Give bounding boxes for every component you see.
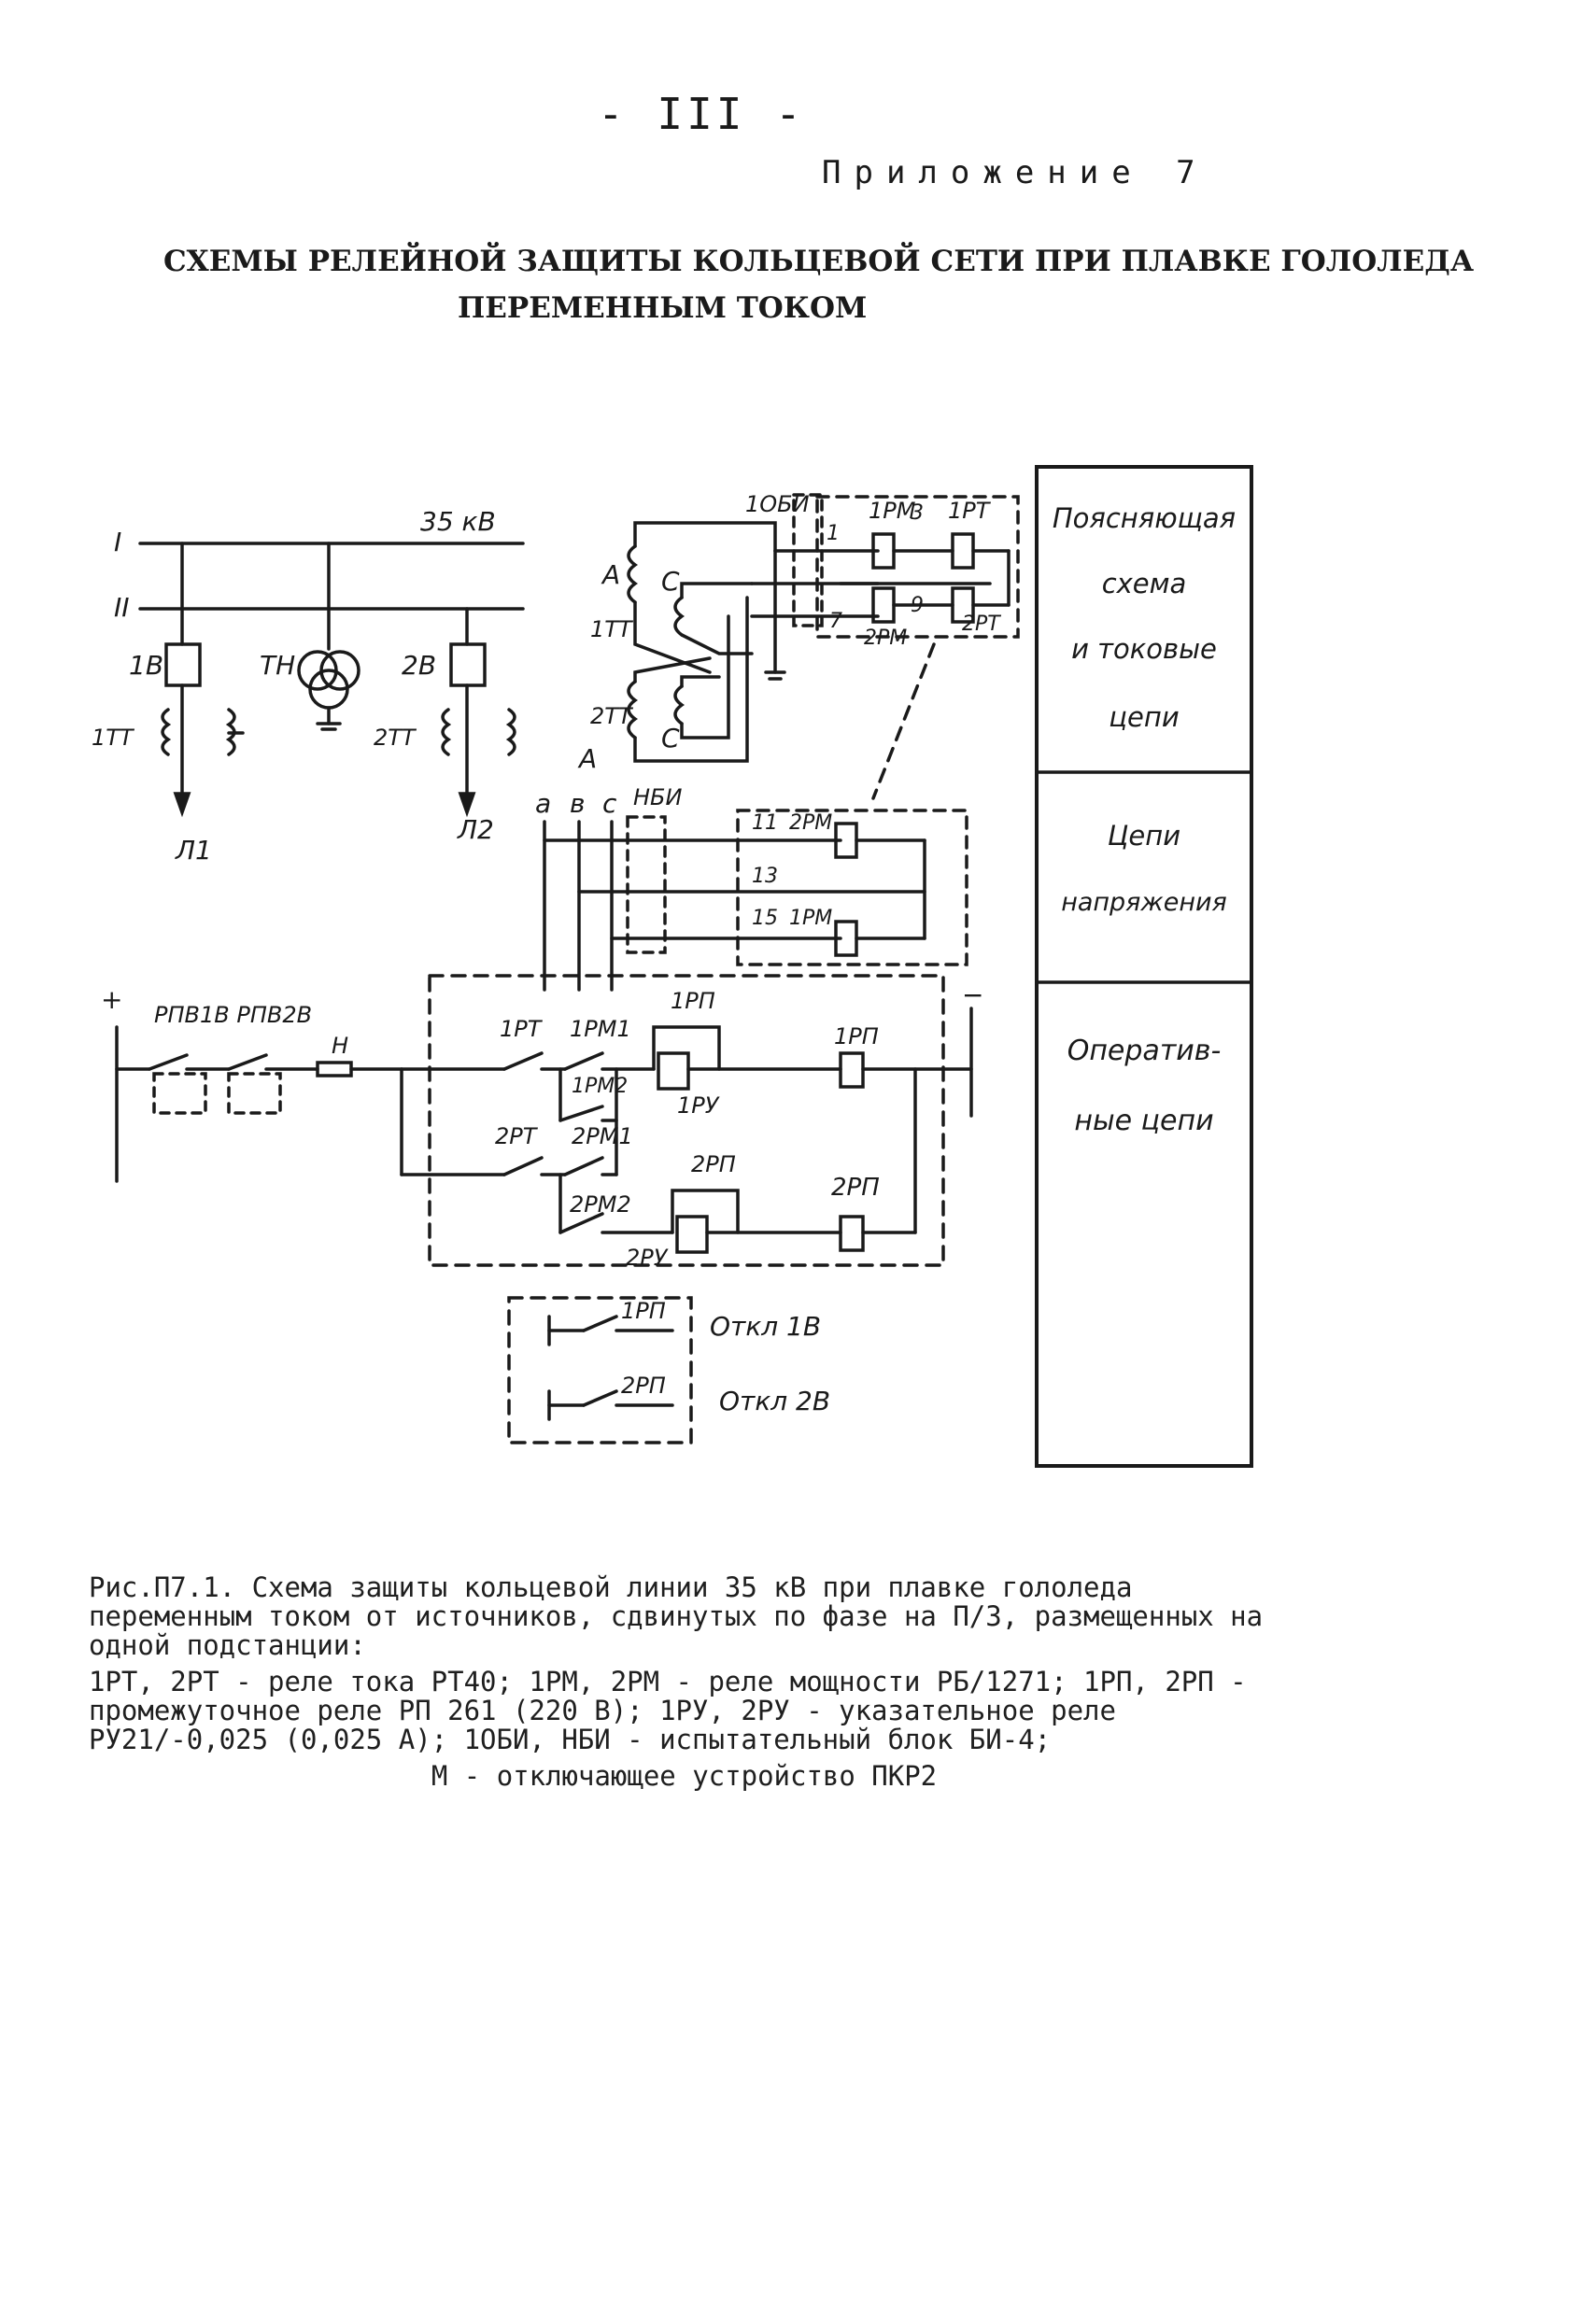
legend-1-line-3: и токовые — [1071, 633, 1217, 665]
terminal-7-label: 7 — [829, 610, 842, 633]
phase-a-ct2-label: А — [577, 743, 597, 774]
voltage-relay-2pm: 2РМ — [789, 811, 832, 835]
breaker-1-box — [164, 642, 202, 687]
op-1pm2-label: 1РМ2 — [572, 1075, 628, 1098]
ct-2-label: 2ТТ — [590, 703, 634, 729]
legend-1-line-4: цепи — [1109, 701, 1179, 733]
op-2pm2-label: 2РМ2 — [570, 1191, 631, 1218]
trip-1rp-label: 1РП — [621, 1298, 666, 1324]
line-ct-2-label: 2ТТ — [374, 725, 417, 751]
figure-caption: Рис.П7.1. Схема защиты кольцевой линии 3… — [89, 1573, 1279, 1798]
test-block-mid-label: НБИ — [633, 784, 683, 810]
fuse-label: Н — [332, 1033, 348, 1059]
op-2ru-label: 2РУ — [626, 1245, 669, 1271]
bus-2-label: II — [114, 592, 130, 623]
rpv-label: РПВ1В РПВ2В — [154, 1002, 312, 1028]
appendix-label: Приложение 7 — [822, 154, 1208, 191]
op-1ru-label: 1РУ — [677, 1092, 720, 1119]
phase-c-label: с — [602, 788, 617, 819]
op-2pm1-label: 2РМ1 — [572, 1123, 633, 1149]
bus-1-label: I — [114, 527, 121, 557]
relay-2rt-label: 2РТ — [962, 613, 1001, 636]
legend-column — [1035, 465, 1253, 1468]
breaker-2-box — [449, 642, 487, 687]
phase-a-ct1-label: А — [601, 559, 620, 590]
phase-b-label: в — [570, 788, 586, 819]
phase-a-label: а — [535, 788, 551, 819]
op-1rp-top-label: 1РП — [671, 988, 715, 1014]
op-1rt-label: 1РТ — [500, 1016, 544, 1042]
caption-paragraph-2: 1РТ, 2РТ - реле тока РТ40; 1РМ, 2РМ - ре… — [89, 1666, 1247, 1755]
breaker-2-label: 2В — [402, 650, 436, 681]
op-1rp-label: 1РП — [834, 1023, 879, 1049]
legend-3-line-2: ные цепи — [1074, 1105, 1213, 1137]
page-number: - III - — [598, 89, 805, 139]
legend-2-line-2: напряжения — [1061, 888, 1227, 917]
plus-label: + — [101, 984, 122, 1015]
legend-1-line-1: Поясняющая — [1053, 502, 1236, 534]
legend-3-line-1: Оператив- — [1067, 1035, 1222, 1067]
trip-1-label: Откл 1В — [710, 1311, 821, 1342]
breaker-1-label: 1В — [129, 650, 163, 681]
line-2-label: Л2 — [457, 814, 494, 845]
voltage-relay-1pm: 1РМ — [789, 907, 832, 930]
vt-label: ТН — [260, 650, 295, 681]
minus-label: − — [962, 979, 983, 1010]
fuse-symbol — [316, 1061, 353, 1077]
terminal-3-label: 3 — [911, 501, 924, 525]
caption-paragraph-1: Рис.П7.1. Схема защиты кольцевой линии 3… — [89, 1571, 1264, 1661]
terminal-9-label: 9 — [911, 594, 924, 617]
op-1pm1-label: 1РМ1 — [570, 1016, 631, 1042]
relay-1pm-label: 1РМ — [869, 498, 916, 524]
voltage-terminal-15: 15 — [752, 907, 778, 930]
line-ct-1-label: 1ТТ — [92, 725, 135, 751]
voltage-terminal-13: 13 — [752, 865, 778, 888]
ct-1-label: 1ТТ — [590, 616, 634, 642]
voltage-label: 35 кВ — [420, 506, 496, 537]
relay-2pm-label: 2РМ — [864, 627, 907, 650]
title-line-2: ПЕРЕМЕННЫМ ТОКОМ — [458, 291, 868, 325]
legend-2-line-1: Цепи — [1108, 820, 1180, 852]
op-2rp-top-label: 2РП — [691, 1151, 736, 1177]
trip-2rp-label: 2РП — [621, 1373, 666, 1399]
relay-1rt-label: 1РТ — [948, 498, 992, 524]
trip-2-label: Откл 2В — [719, 1386, 830, 1416]
title-line-1: СХЕМЫ РЕЛЕЙНОЙ ЗАЩИТЫ КОЛЬЦЕВОЙ СЕТИ ПРИ… — [163, 245, 1475, 278]
test-block-top-label: 1ОБИ — [745, 491, 810, 517]
caption-paragraph-3: М - отключающее устройство ПКР2 — [431, 1760, 938, 1792]
voltage-terminal-11: 11 — [752, 811, 778, 835]
phase-c-ct1-label: С — [661, 566, 680, 597]
line-1-label: Л1 — [175, 835, 212, 866]
terminal-1-label: 1 — [827, 522, 840, 545]
phase-c-ct2-label: С — [661, 723, 680, 754]
legend-1-line-2: схема — [1102, 568, 1187, 599]
op-2rp-label: 2РП — [831, 1174, 880, 1202]
op-2rt-label: 2РТ — [495, 1123, 539, 1149]
